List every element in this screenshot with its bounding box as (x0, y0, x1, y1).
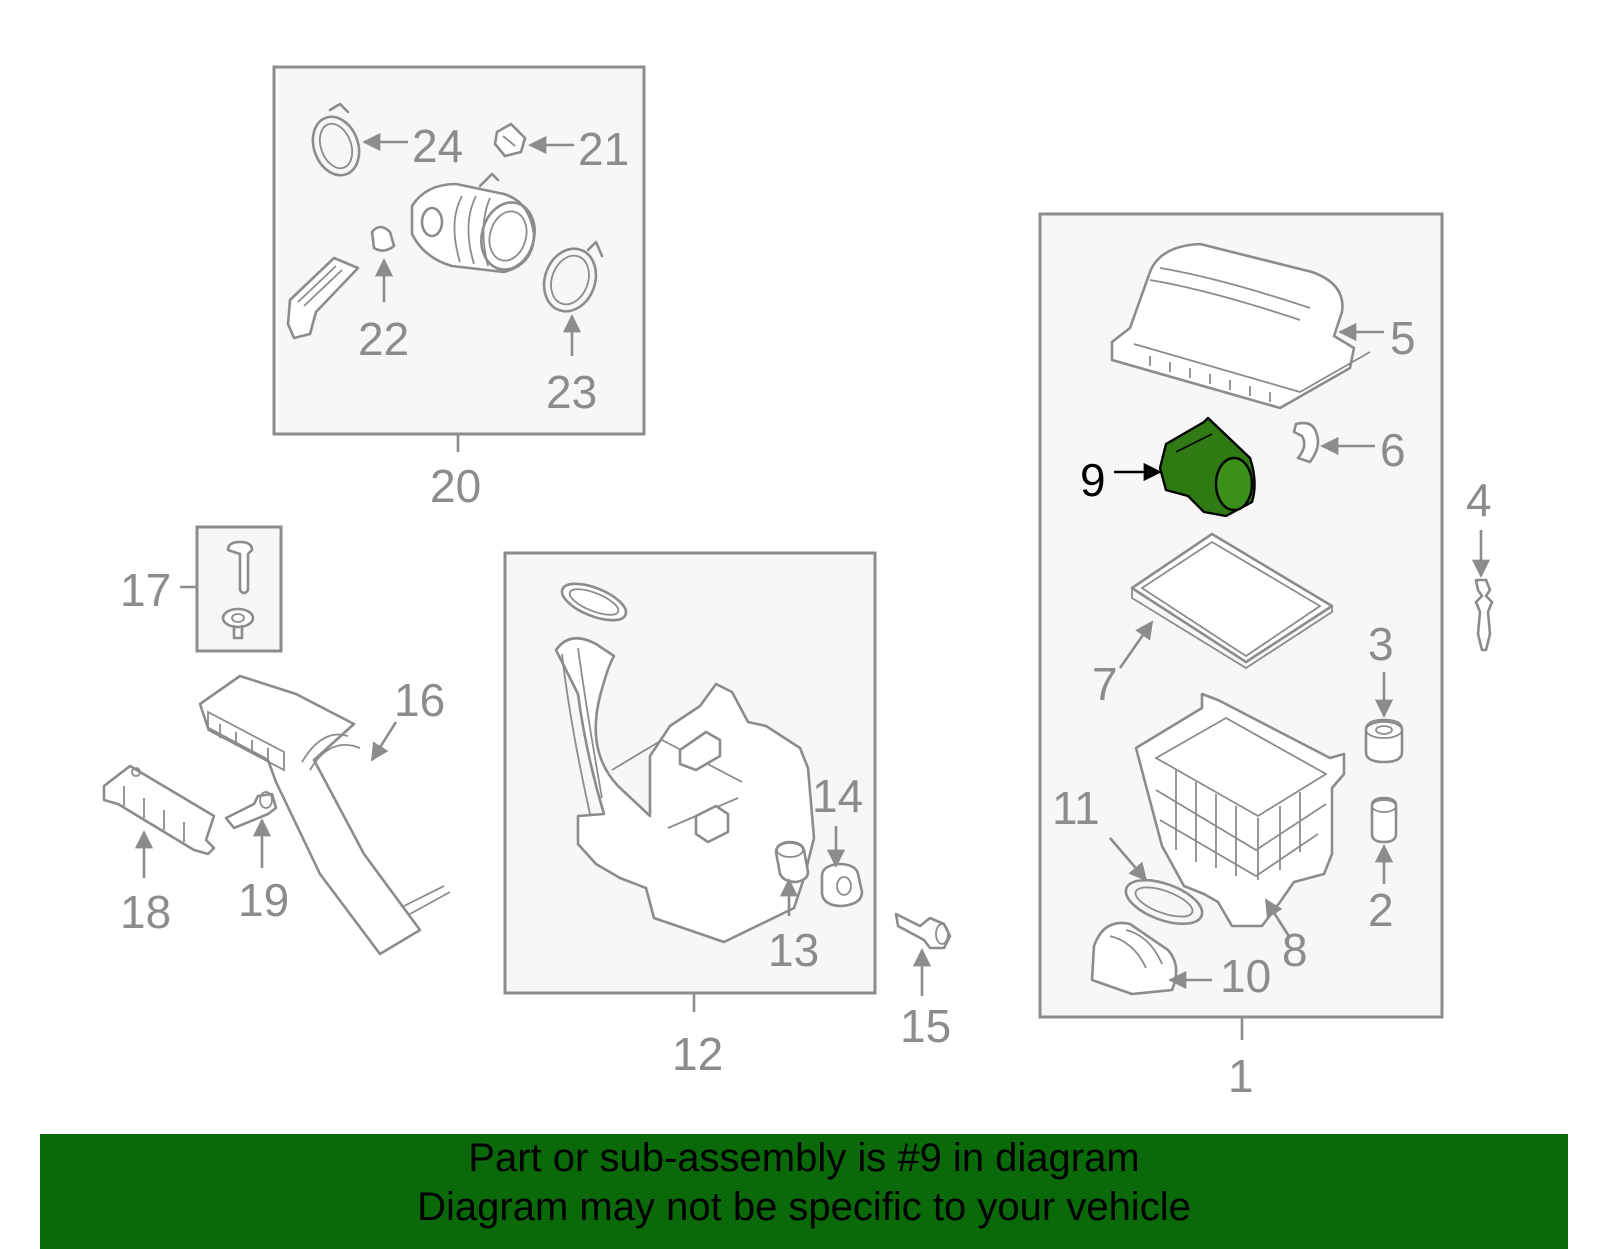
part-15-bolt[interactable] (894, 912, 952, 996)
label-20: 20 (430, 460, 481, 512)
info-banner: Part or sub-assembly is #9 in diagram Di… (40, 1134, 1568, 1249)
label-11: 11 (1052, 782, 1100, 834)
label-13: 13 (768, 924, 819, 976)
part-7-filter[interactable] (1118, 532, 1334, 670)
label-3: 3 (1368, 618, 1394, 670)
resonator-housing (554, 582, 816, 944)
label-1: 1 (1228, 1050, 1254, 1102)
part-14-mount[interactable] (820, 826, 864, 908)
part-18-bracket[interactable] (102, 764, 216, 878)
part-3-grommet[interactable] (1364, 672, 1404, 764)
part-11-gasket[interactable] (1109, 837, 1208, 933)
part-16-air-duct[interactable] (198, 674, 451, 956)
label-4: 4 (1466, 474, 1492, 526)
part-9-highlighted[interactable] (1114, 416, 1256, 518)
part-4-clip[interactable] (1471, 530, 1494, 652)
banner-line-2: Diagram may not be specific to your vehi… (417, 1185, 1191, 1229)
part-10-duct[interactable] (1090, 921, 1212, 996)
label-19: 19 (238, 874, 289, 926)
label-7: 7 (1092, 658, 1118, 710)
banner-line-1: Part or sub-assembly is #9 in diagram (468, 1136, 1140, 1180)
part-2-bushing[interactable] (1370, 796, 1398, 884)
part-5-upper-cover[interactable] (1110, 242, 1384, 410)
part-6-clip[interactable] (1292, 421, 1375, 464)
label-5: 5 (1390, 312, 1416, 364)
label-15: 15 (900, 1000, 951, 1052)
intake-bellows (410, 172, 536, 274)
label-14: 14 (812, 770, 863, 822)
label-12: 12 (672, 1028, 723, 1080)
label-16: 16 (394, 674, 445, 726)
label-8: 8 (1282, 924, 1308, 976)
label-24: 24 (412, 120, 463, 172)
part-21-clip[interactable] (493, 122, 574, 158)
label-22: 22 (358, 313, 409, 365)
label-2: 2 (1368, 884, 1394, 936)
part-17-pin-and-grommet[interactable] (221, 540, 255, 640)
label-6: 6 (1380, 424, 1406, 476)
part-13-grommet[interactable] (774, 840, 810, 916)
label-23: 23 (546, 366, 597, 418)
part-24-clamp[interactable] (305, 102, 408, 182)
label-9: 9 (1080, 454, 1106, 506)
intake-sensor (286, 256, 360, 340)
label-10: 10 (1220, 950, 1271, 1002)
label-17: 17 (120, 564, 171, 616)
part-19-bolt[interactable] (224, 791, 278, 868)
label-18: 18 (120, 886, 171, 938)
part-8-lower-case[interactable] (1134, 692, 1346, 939)
label-21: 21 (578, 123, 629, 175)
part-22-clip[interactable] (370, 225, 396, 302)
part-23-clamp[interactable] (536, 240, 605, 356)
